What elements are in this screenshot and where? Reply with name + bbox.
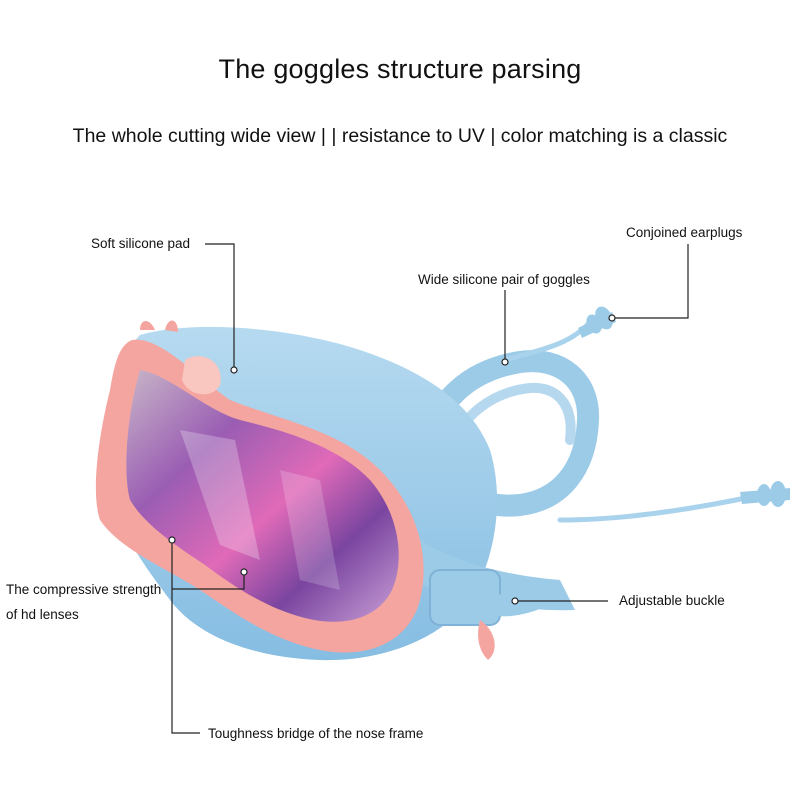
earplug-bottom xyxy=(740,481,790,507)
callout-lens-line1: The compressive strength xyxy=(6,582,162,597)
adjustable-buckle xyxy=(429,569,560,626)
callout-soft-pad: Soft silicone pad xyxy=(91,236,191,251)
callout-nose-bridge: Toughness bridge of the nose frame xyxy=(208,726,424,741)
callout-earplugs: Conjoined earplugs xyxy=(626,225,743,240)
callout-lens-line2: of hd lenses xyxy=(6,607,79,622)
lens xyxy=(126,370,399,622)
page-title: The goggles structure parsing xyxy=(218,54,582,84)
earplug-top xyxy=(578,306,616,338)
leader-dots xyxy=(168,314,616,605)
leader-lines xyxy=(171,243,689,734)
callout-wide-strap: Wide silicone pair of goggles xyxy=(418,272,590,287)
page-subtitle: The whole cutting wide view | | resistan… xyxy=(72,125,728,147)
callout-buckle: Adjustable buckle xyxy=(619,593,725,608)
